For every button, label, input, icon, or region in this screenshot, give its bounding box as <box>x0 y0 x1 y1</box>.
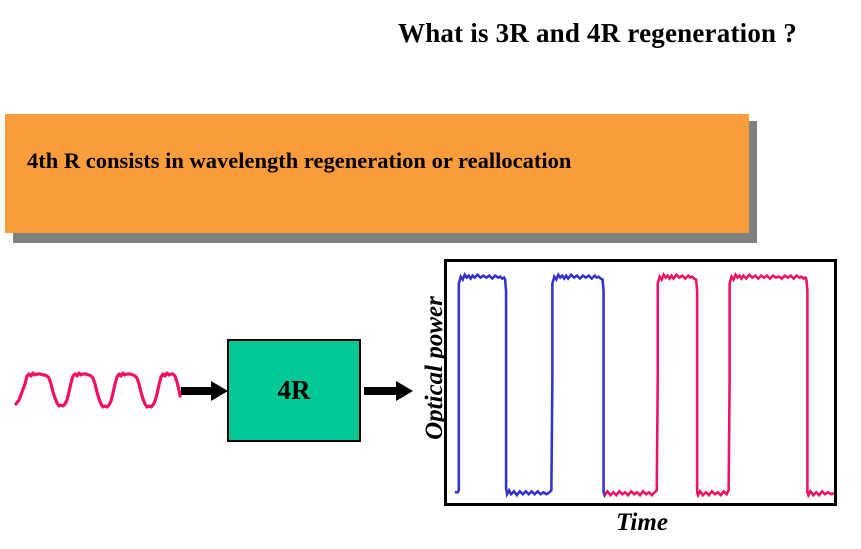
banner-text: 4th R consists in wavelength regeneratio… <box>27 148 572 173</box>
chart-x-axis-label: Time <box>616 509 668 536</box>
arrow-in-icon <box>181 381 228 401</box>
output-signal-chart: Optical power Time <box>402 256 857 546</box>
arrow-out-icon <box>364 381 413 401</box>
regenerator-block-label: 4R <box>277 375 311 405</box>
chart-plot-frame <box>444 259 837 506</box>
callout-banner: 4th R consists in wavelength regeneratio… <box>5 114 749 233</box>
chart-traces <box>454 271 834 499</box>
regenerator-block-4r: 4R <box>227 339 361 442</box>
chart-series-blue <box>454 271 608 499</box>
chart-series-pink <box>603 271 834 499</box>
degraded-input-waveform-icon <box>14 371 182 409</box>
page-title: What is 3R and 4R regeneration ? <box>398 18 797 48</box>
